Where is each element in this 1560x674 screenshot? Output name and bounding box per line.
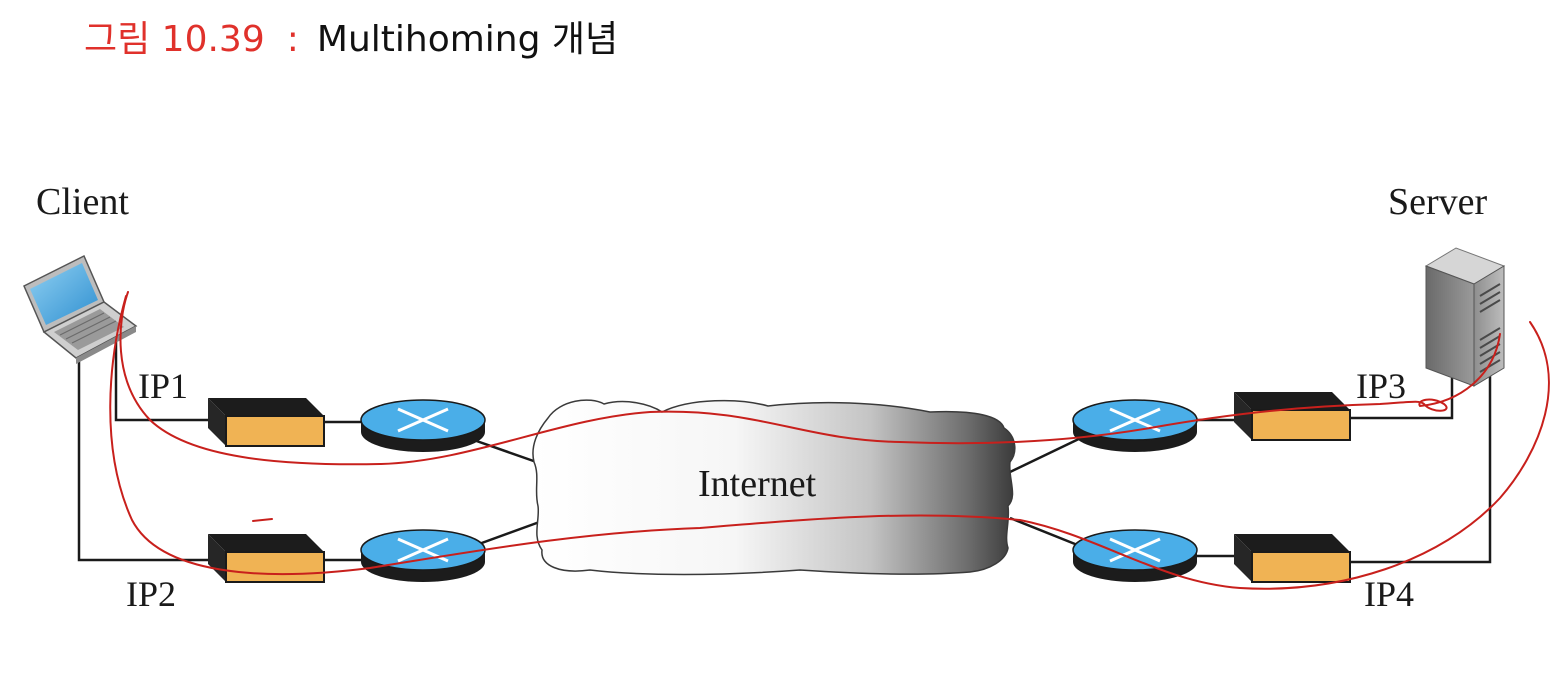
- ip4-label: IP4: [1364, 574, 1414, 614]
- figure-number: 그림 10.39: [84, 19, 265, 60]
- interface-box-4: [1234, 534, 1351, 583]
- interface-box-2: [208, 534, 325, 583]
- router-2: [360, 529, 486, 582]
- server-label: Server: [1388, 181, 1488, 223]
- annotation-tick: [252, 518, 273, 522]
- server-icon: [1424, 247, 1506, 387]
- wire-client-ip1: [114, 338, 212, 422]
- laptop-icon: [23, 254, 138, 364]
- router-4: [1072, 529, 1198, 582]
- interface-box-3: [1234, 392, 1351, 441]
- router-1: [360, 399, 486, 452]
- annotation-strokes: [109, 291, 1550, 590]
- ip1-label: IP1: [138, 366, 188, 406]
- wire-internet-router4: [1009, 516, 1086, 550]
- client-label: Client: [36, 181, 129, 223]
- figure-title: 그림 10.39: Multihoming 개념: [84, 14, 618, 66]
- wire-box4-server: [1348, 370, 1492, 564]
- internet-label: Internet: [698, 463, 817, 505]
- annotation-path-lower: [109, 295, 1550, 590]
- wire-internet-router3: [1009, 434, 1086, 474]
- figure-caption: Multihoming 개념: [316, 19, 619, 60]
- ip2-label: IP2: [126, 574, 176, 614]
- annotation-path-upper: [119, 291, 1501, 466]
- title-separator: :: [286, 19, 299, 60]
- interface-box-1: [208, 398, 325, 447]
- wire-client-ip2: [77, 356, 212, 562]
- wire-router1-internet: [467, 436, 546, 467]
- wire-box3-server: [1348, 378, 1454, 420]
- ip3-label: IP3: [1356, 366, 1406, 406]
- router-3: [1072, 399, 1198, 452]
